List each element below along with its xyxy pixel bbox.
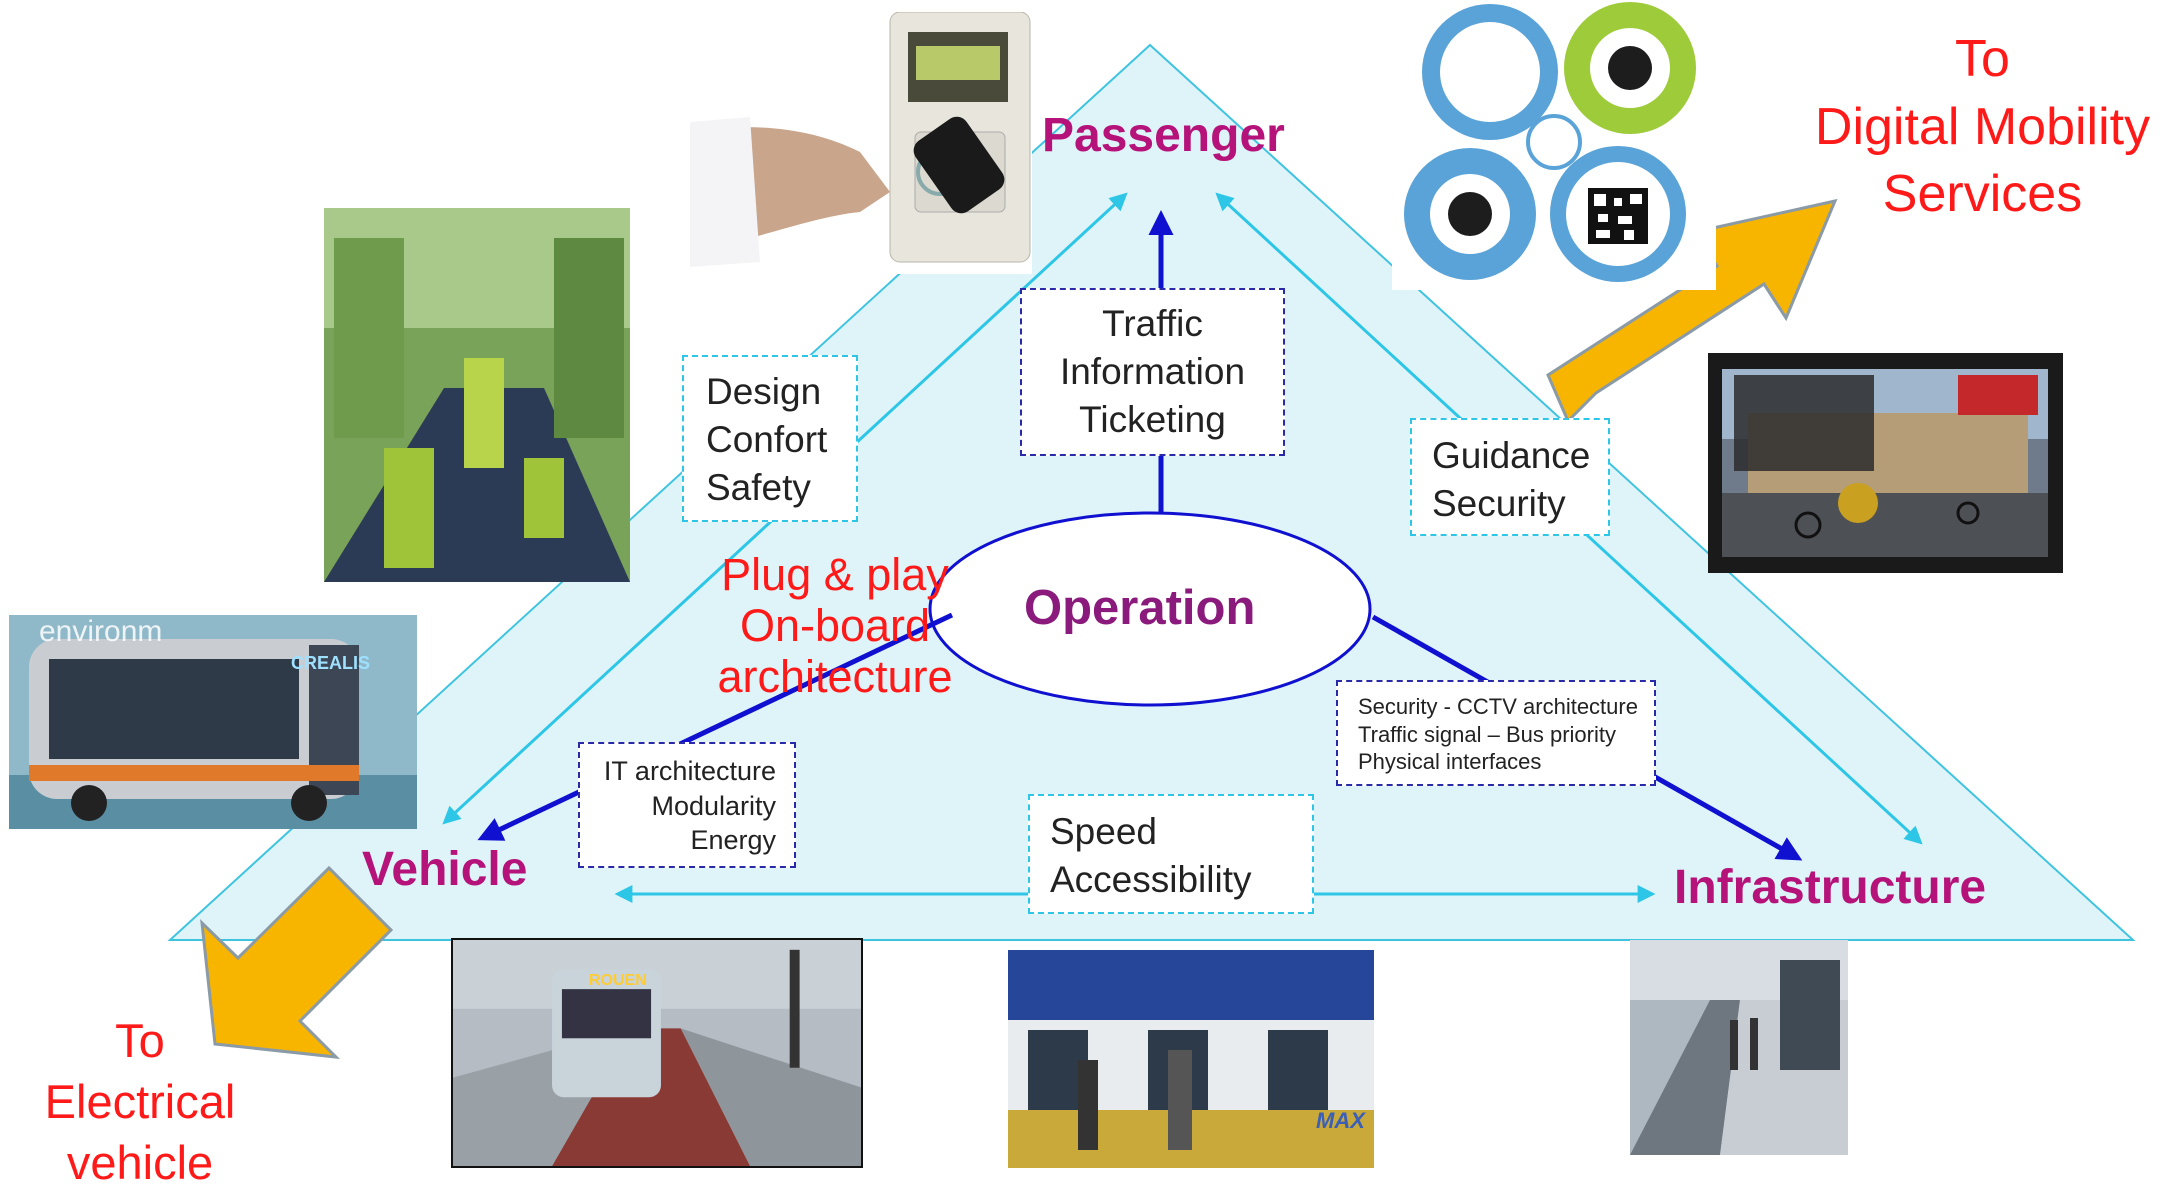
photo-bus-lane: ROUEN (451, 938, 863, 1168)
red-line: Digital Mobility (1814, 97, 2151, 156)
box-line: Security - CCTV architecture (1358, 694, 1638, 719)
guidance-security-box: Guidance Security (1410, 418, 1610, 536)
box-line: Modularity (651, 790, 776, 821)
box-line: Traffic signal – Bus priority (1358, 721, 1616, 747)
red-line: Electrical (44, 1075, 236, 1129)
box-line: Accessibility (1050, 859, 1252, 901)
red-line: On-board (739, 599, 931, 651)
vehicle-label: Vehicle (362, 843, 528, 896)
photo-bus-station (1630, 940, 1848, 1155)
bus-route-sign: ROUEN (589, 972, 647, 989)
plug-and-play-label: Plug & play On-board architecture (690, 549, 980, 703)
box-line: Physical interfaces (1358, 749, 1542, 774)
box-line: Information (1059, 351, 1246, 393)
box-line: Design (706, 371, 822, 412)
electrical-vehicle-label: To Electrical vehicle (20, 1010, 260, 1193)
train-brand: MAX (1316, 1108, 1365, 1133)
design-confort-safety-box: Design Confort Safety (682, 355, 858, 522)
photo-city-bus: environm CREALIS (9, 615, 417, 829)
infrastructure-label: Infrastructure (1674, 861, 1987, 914)
box-line: Security (1432, 483, 1566, 525)
digital-mobility-label: To Digital Mobility Services (1790, 26, 2175, 229)
box-line: Traffic (1102, 303, 1203, 344)
it-architecture-box: IT architecture Modularity Energy (578, 742, 796, 868)
smartphone-icon (913, 116, 1005, 214)
passenger-label: Passenger (1042, 109, 1285, 162)
red-line: To (1955, 30, 2010, 88)
photo-tram-boarding: MAX (1008, 950, 1374, 1168)
photo-bus-interior (324, 208, 630, 582)
box-line: Safety (706, 467, 811, 509)
red-line: Plug & play (721, 549, 949, 600)
operation-label: Operation (1024, 581, 1256, 635)
box-line: Speed (1050, 811, 1157, 852)
red-line: architecture (717, 650, 953, 702)
security-cctv-box: Security - CCTV architecture Traffic sig… (1336, 680, 1656, 786)
qr-code-icon (1588, 188, 1648, 244)
box-line: Ticketing (1079, 399, 1226, 441)
speed-accessibility-box: Speed Accessibility (1028, 794, 1314, 914)
bus-front-sign: CREALIS (291, 653, 371, 673)
photo-ticket-validator (690, 12, 1032, 274)
red-line: To (115, 1014, 165, 1067)
bus-wall-sign: environm (39, 615, 163, 648)
box-line: Guidance (1432, 435, 1591, 476)
box-line: IT architecture (603, 756, 776, 786)
traffic-information-ticketing-box: Traffic Information Ticketing (1020, 288, 1285, 456)
photo-street-view-app (1708, 353, 2063, 573)
red-line: vehicle (66, 1136, 214, 1190)
photo-mobile-app-screens (1392, 0, 1716, 290)
arrow-to-electrical-vehicle (200, 865, 394, 1059)
red-line: Services (1882, 165, 2083, 224)
box-line: Confort (706, 419, 828, 461)
box-line: Energy (690, 825, 776, 856)
